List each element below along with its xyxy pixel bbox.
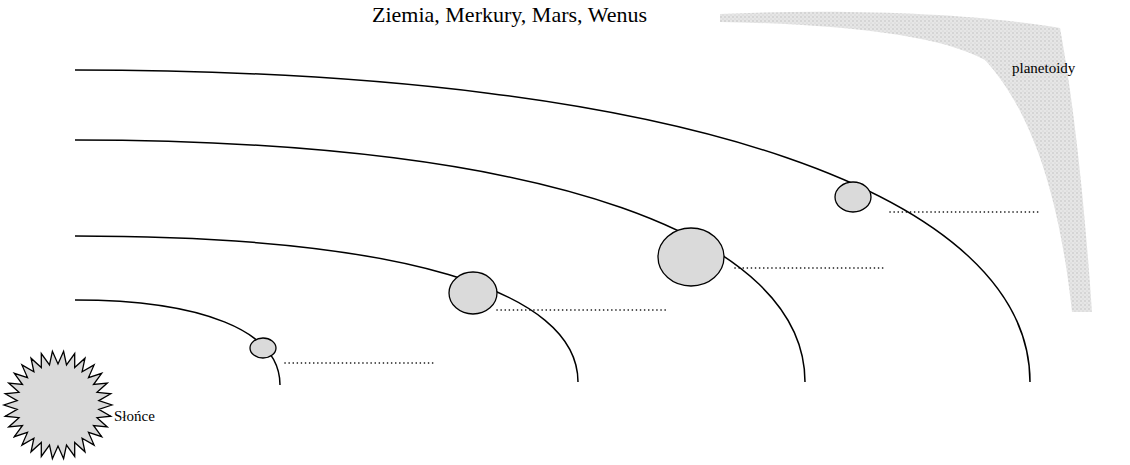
- orbit: [75, 70, 1030, 382]
- planet: [250, 338, 276, 358]
- word-bank: Ziemia, Merkury, Mars, Wenus: [372, 2, 647, 27]
- answer-blank: [735, 267, 885, 269]
- asteroid-belt: [720, 12, 1092, 312]
- sun-symbol: [4, 351, 112, 458]
- answer-blank: [497, 309, 668, 311]
- answer-blank: [285, 362, 435, 364]
- sun-label: Słońce: [114, 408, 155, 425]
- answer-blank: [890, 211, 1040, 213]
- belt-label: planetoidy: [1012, 60, 1075, 77]
- orbit: [75, 140, 805, 382]
- planet: [835, 182, 871, 212]
- orbit: [75, 300, 280, 385]
- planet: [449, 272, 497, 314]
- orbit: [75, 236, 578, 382]
- planet: [658, 228, 724, 286]
